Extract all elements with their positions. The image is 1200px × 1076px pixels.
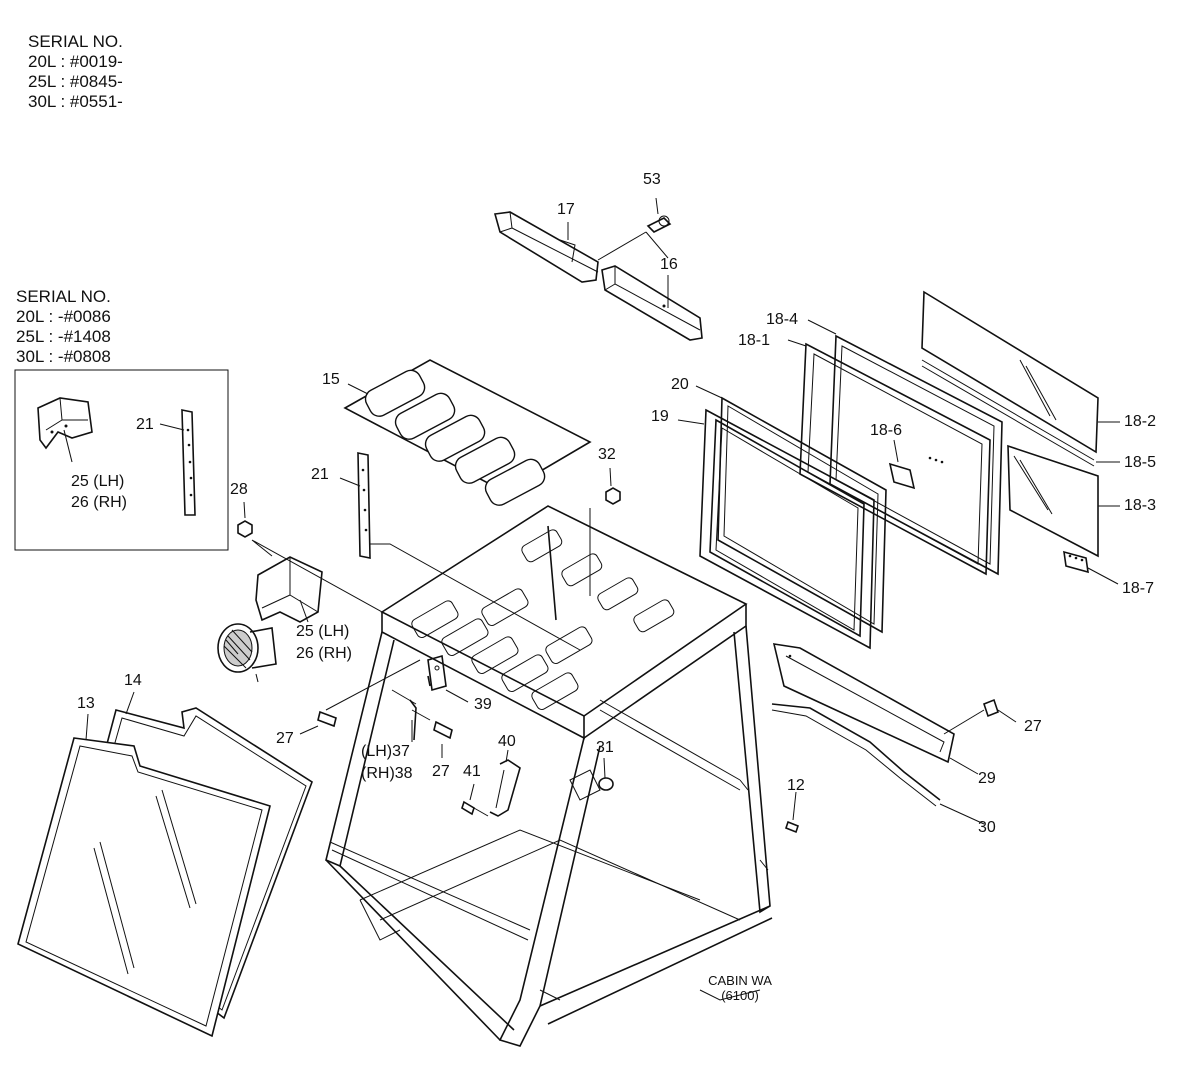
callout-40: 40 [498,733,516,750]
serial-title: SERIAL NO. [16,287,111,306]
callout-18-7: 18-7 [1122,580,1155,597]
bolt-41 [461,783,489,817]
nut-28 [237,501,383,613]
side-panel-29 [772,643,979,775]
callout-28: 28 [230,481,248,498]
callout-18-2: 18-2 [1124,413,1157,430]
inset-bracket-part [37,397,93,463]
nut-32 [589,467,621,596]
bolt-12 [785,791,799,834]
cabin-label: CABIN WA (6100) [690,973,790,1003]
callout-25-inset: 25 (LH) [71,473,125,490]
serial-line: 25L : #0845- [28,72,123,91]
grab-handle-40 [489,749,521,817]
rear-bracket-16 [601,265,703,341]
callout-25: 25 (LH) [296,623,350,640]
seal-strip-18-5 [921,359,1120,467]
serial-line: 20L : -#0086 [16,307,111,326]
nut-31 [598,757,614,791]
callout-26-inset: 26 (RH) [71,494,128,511]
serial-line: 30L : -#0808 [16,347,111,366]
cabin-code: (6100) [721,988,759,1003]
frame-20 [695,385,887,634]
frame-18-4 [807,319,1003,576]
callout-12: 12 [787,777,805,794]
serial-line: 25L : -#1408 [16,327,111,346]
callout-20: 20 [671,376,689,393]
callout-37: (LH)37 [361,743,410,760]
callout-39: 39 [474,696,492,713]
callout-27-mid: 27 [432,763,450,780]
bolt-27-left [299,659,421,735]
inset-hinge-strip [159,409,196,516]
callout-30: 30 [978,819,996,836]
hook-37 [391,689,417,742]
cabin-name: CABIN WA [708,973,772,988]
callout-53: 53 [643,171,661,188]
callout-16: 16 [660,256,678,273]
callout-26: 26 (RH) [296,645,353,662]
callout-18-1: 18-1 [738,332,771,349]
serial-line: 30L : #0551- [28,92,123,111]
rear-glass-18-3 [1007,444,1120,558]
callout-18-4: 18-4 [766,311,799,328]
callout-15: 15 [322,371,340,388]
callout-27-right: 27 [1024,718,1042,735]
callout-21-inset: 21 [136,416,154,433]
roof-pad-panel-15 [343,359,592,506]
lock-18-6 [888,439,944,490]
bolt-53 [597,197,672,261]
callout-27-left: 27 [276,730,294,747]
door-glass-13 [17,713,271,1038]
callout-31: 31 [596,739,614,756]
serial-block-inset: SERIAL NO. 20L : -#0086 25L : -#1408 30L… [16,287,111,367]
callout-18-6: 18-6 [870,422,903,439]
work-lamp [217,623,277,683]
callout-13: 13 [77,695,95,712]
lamp-bracket-25 [255,556,323,623]
bolt-27-mid [411,709,453,758]
serial-block-top: SERIAL NO. 20L : #0019- 25L : #0845- 30L… [28,32,123,112]
inset-box [14,369,229,551]
callout-32: 32 [598,446,616,463]
trim-strip-30 [771,703,985,825]
callout-41: 41 [463,763,481,780]
callout-29: 29 [978,770,996,787]
serial-title: SERIAL NO. [28,32,123,51]
callout-17: 17 [557,201,575,218]
rear-bracket-17 [493,211,599,283]
callout-38: (RH)38 [361,765,413,782]
hinge-strip-21 [339,452,581,651]
latch-39 [427,654,469,703]
cabin-frame [325,505,773,1047]
callout-18-5: 18-5 [1124,454,1157,471]
bolt-27-right [943,698,1017,735]
callout-19: 19 [651,408,669,425]
rear-glass-18-2 [921,290,1120,454]
catch-18-7 [1063,550,1119,585]
callout-21: 21 [311,466,329,483]
frame-19 [677,408,875,650]
callout-18-3: 18-3 [1124,497,1157,514]
callout-14: 14 [124,672,142,689]
serial-line: 20L : #0019- [28,52,123,71]
frame-18-1 [787,339,991,576]
